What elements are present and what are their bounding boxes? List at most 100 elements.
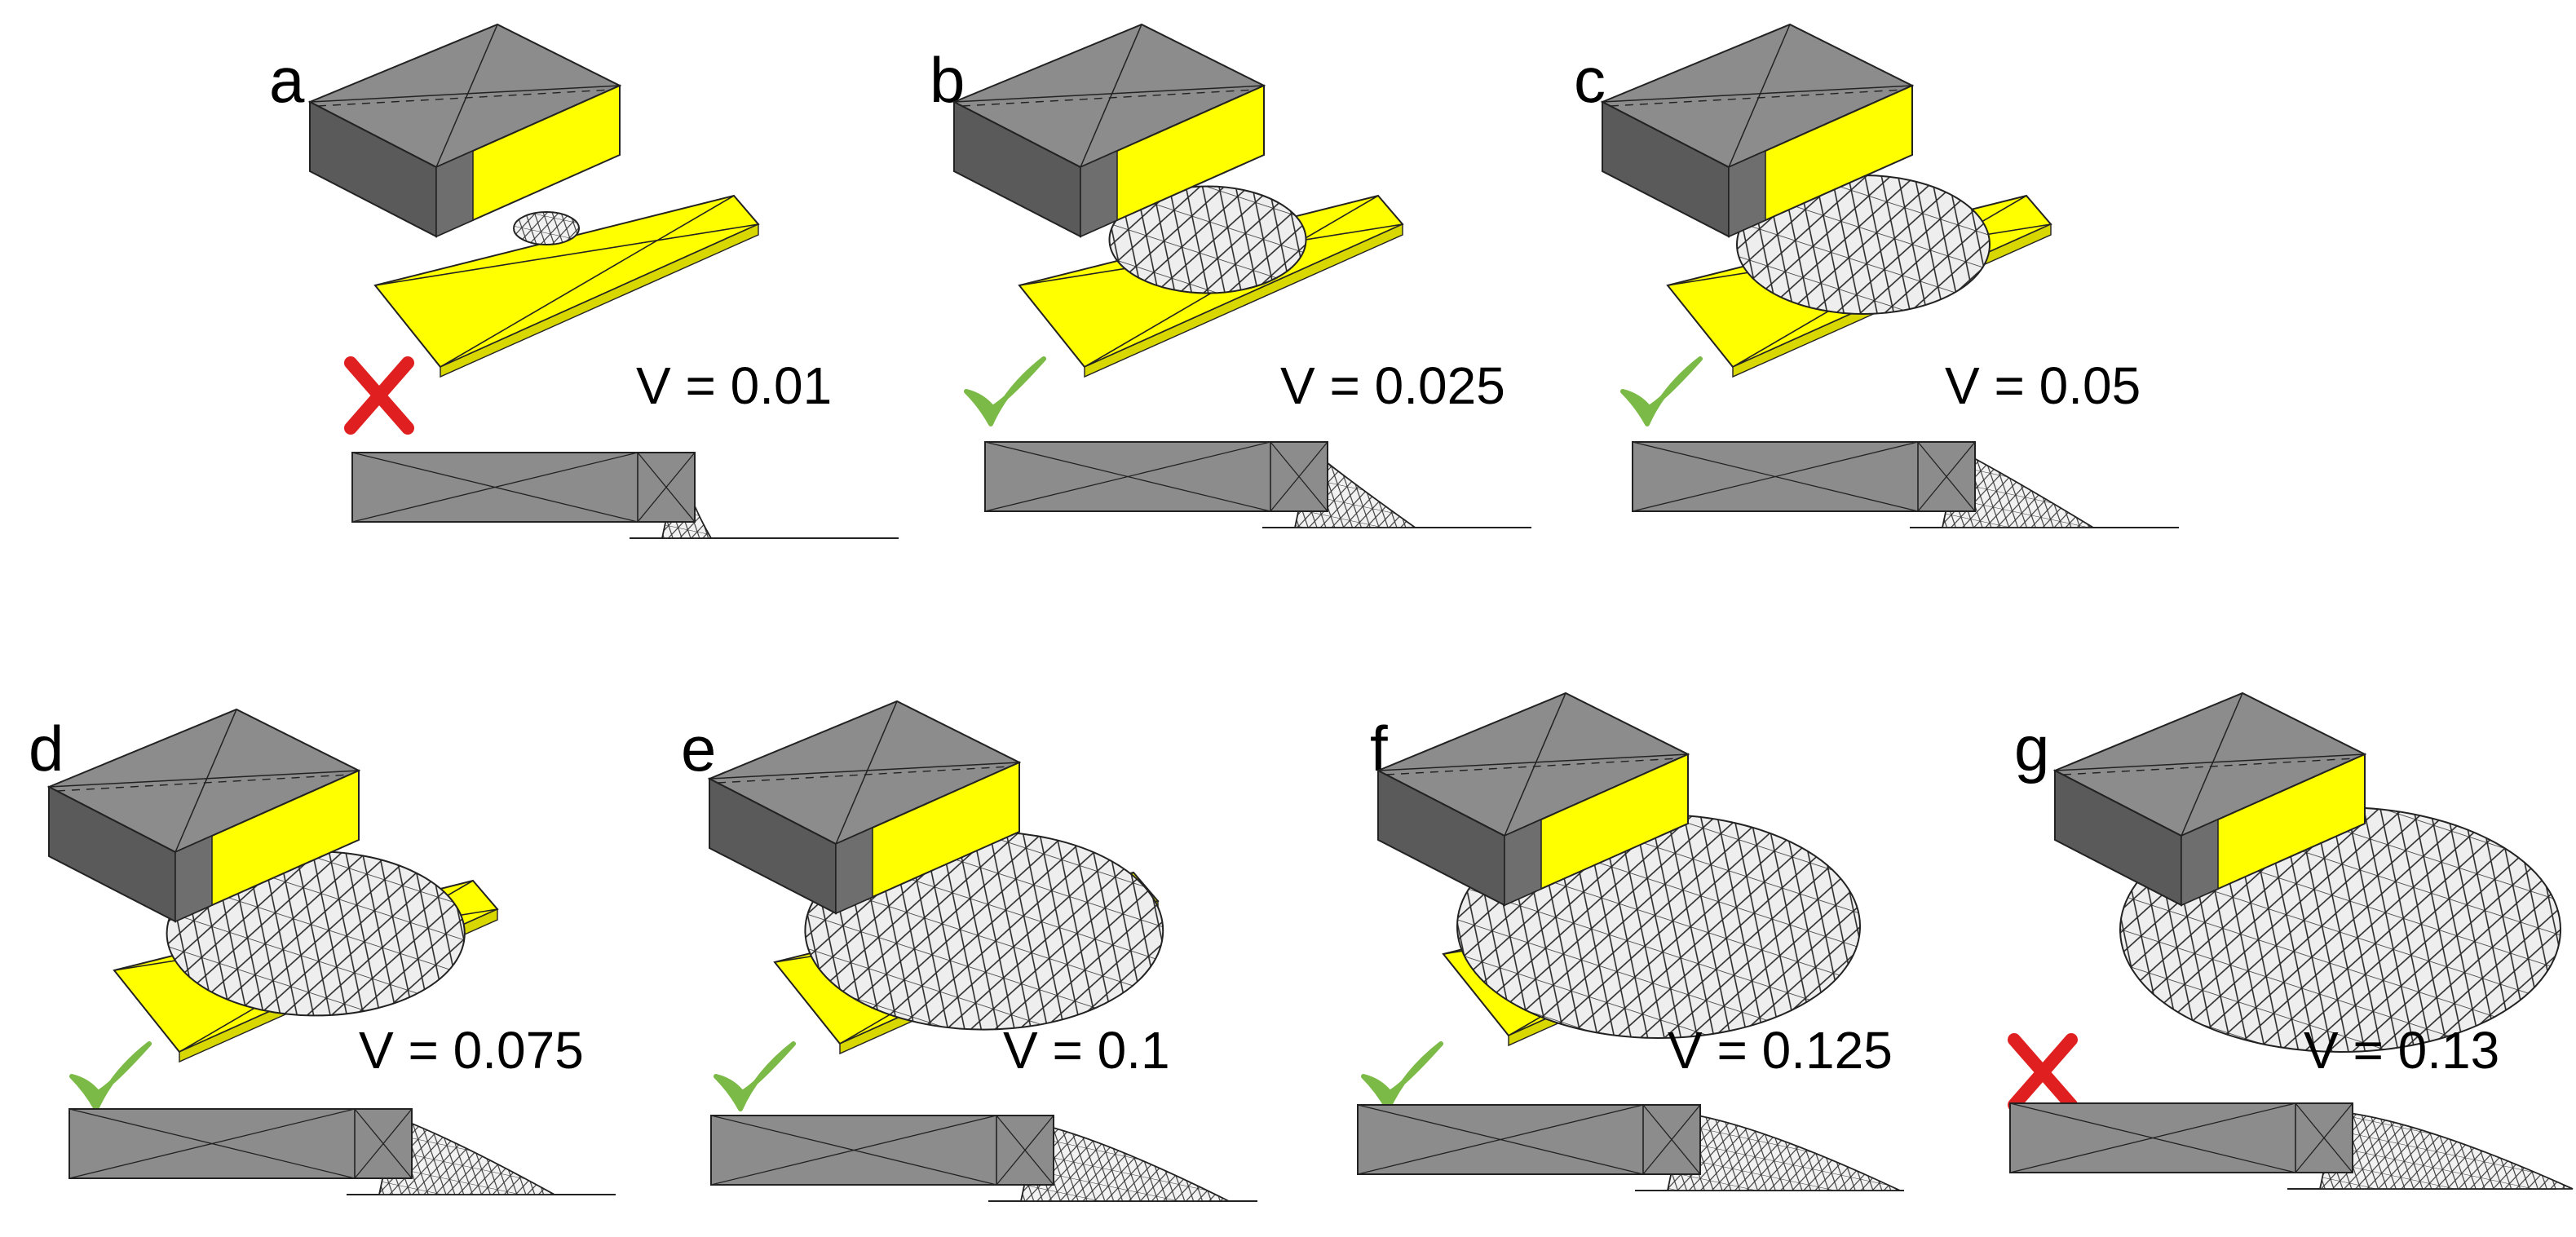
check-mark-icon — [69, 1041, 152, 1111]
iso-view — [952, 23, 1404, 378]
block-edge — [309, 85, 621, 103]
validity-icon — [2008, 1033, 2078, 1111]
block-front-corner — [1504, 818, 1542, 907]
block-hidden-edge — [717, 766, 1012, 784]
block-side-rect — [1632, 441, 1976, 512]
liquid-profile — [2318, 1111, 2574, 1190]
panel-b: b V = 0.025 — [930, 23, 1531, 528]
volume-label: V = 0.125 — [1668, 1021, 1893, 1080]
block-front-corner — [435, 149, 474, 238]
plate-edge — [1084, 223, 1403, 378]
block-edge — [709, 762, 1020, 780]
iso-view — [307, 23, 760, 378]
block-side-rect — [1357, 1104, 1701, 1175]
block-edge — [953, 85, 1265, 103]
block-side-rect — [351, 452, 696, 523]
plate-edge — [440, 223, 759, 378]
block-edge — [1728, 24, 1791, 168]
cross-mark-icon — [2008, 1033, 2078, 1111]
liquid-meniscus — [1108, 185, 1307, 294]
liquid-profile — [1666, 1111, 1901, 1191]
iso-view — [1600, 23, 2052, 378]
block-front-corner — [1080, 149, 1118, 238]
block-front-corner — [835, 826, 873, 915]
iso-view — [2052, 691, 2561, 1053]
panel-letter: f — [1370, 713, 1388, 784]
panel-a: a V = 0.01 — [269, 23, 899, 539]
block-edge — [48, 770, 360, 788]
block-edge — [1377, 753, 1689, 771]
panel-d: d V = 0.075 — [29, 708, 616, 1195]
panel-letter: e — [681, 713, 716, 784]
check-mark-icon — [714, 1041, 796, 1111]
block-side-diagonal — [2009, 1102, 2296, 1173]
block-side-diagonal — [637, 452, 696, 523]
block-hidden-edge — [317, 89, 612, 107]
block-side-diagonal — [68, 1108, 356, 1179]
block-side-diagonal — [1357, 1104, 1644, 1175]
plate-diagonal — [374, 223, 759, 286]
block-edge — [175, 709, 237, 853]
block-side-diagonal — [996, 1115, 1054, 1186]
side-view — [351, 452, 899, 539]
volume-label: V = 0.1 — [1003, 1021, 1170, 1080]
block-side-diagonal — [984, 441, 1271, 512]
side-view — [2009, 1102, 2574, 1190]
block-side-rect — [984, 441, 1328, 512]
volume-label: V = 0.05 — [1945, 356, 2141, 415]
block-hidden-edge — [1610, 89, 1905, 107]
volume-label: V = 0.01 — [636, 356, 832, 415]
panel-letter: a — [269, 44, 305, 116]
block-front-corner — [1728, 149, 1766, 238]
plate-diagonal — [440, 195, 735, 368]
block-side-rect — [710, 1115, 1054, 1186]
block-side-diagonal — [1270, 441, 1328, 512]
block-hidden-edge — [1385, 758, 1681, 775]
iso-view — [46, 708, 499, 1063]
block-side-diagonal — [710, 1115, 997, 1186]
block-edge — [435, 24, 498, 168]
block-edge — [2181, 692, 2243, 837]
check-mark-icon — [964, 356, 1046, 426]
block-edge — [1504, 692, 1566, 837]
panel-e: e V = 0.1 — [681, 700, 1257, 1202]
block-edge — [835, 700, 898, 845]
cross-mark-icon — [344, 356, 414, 435]
panel-f: f V = 0.125 — [1357, 691, 1904, 1191]
block-side-diagonal — [351, 452, 638, 523]
validity-icon — [714, 1041, 796, 1111]
check-mark-icon — [1620, 356, 1703, 426]
block-edge — [2054, 753, 2366, 771]
block-front-corner — [175, 834, 213, 923]
panel-letter: g — [2014, 713, 2049, 784]
volume-label: V = 0.13 — [2304, 1021, 2499, 1080]
volume-label: V = 0.075 — [359, 1021, 584, 1080]
block-hidden-edge — [961, 89, 1257, 107]
check-mark-icon — [1361, 1041, 1443, 1111]
validity-icon — [344, 356, 414, 435]
liquid-meniscus — [513, 211, 580, 245]
validity-icon — [69, 1041, 152, 1111]
block-side-diagonal — [354, 1108, 413, 1179]
block-front-corner — [2181, 818, 2219, 907]
block-hidden-edge — [56, 774, 351, 792]
block-side-rect — [2009, 1102, 2353, 1173]
iso-view — [1376, 691, 1861, 1047]
block-edge — [1602, 85, 1913, 103]
panel-letter: d — [29, 713, 64, 784]
block-side-diagonal — [2295, 1102, 2353, 1173]
block-hidden-edge — [2062, 758, 2357, 775]
block-side-diagonal — [1917, 441, 1976, 512]
iso-view — [707, 700, 1164, 1055]
validity-icon — [1361, 1041, 1443, 1111]
panel-g: g V = 0.13 — [2008, 691, 2574, 1190]
volume-label: V = 0.025 — [1280, 356, 1505, 415]
panel-letter: c — [1574, 44, 1606, 116]
side-view — [68, 1108, 616, 1195]
side-view — [1632, 441, 2179, 528]
liquid-profile — [1019, 1122, 1230, 1202]
block-edge — [1080, 24, 1142, 168]
panel-c: c V = 0.05 — [1574, 23, 2179, 528]
validity-icon — [964, 356, 1046, 426]
